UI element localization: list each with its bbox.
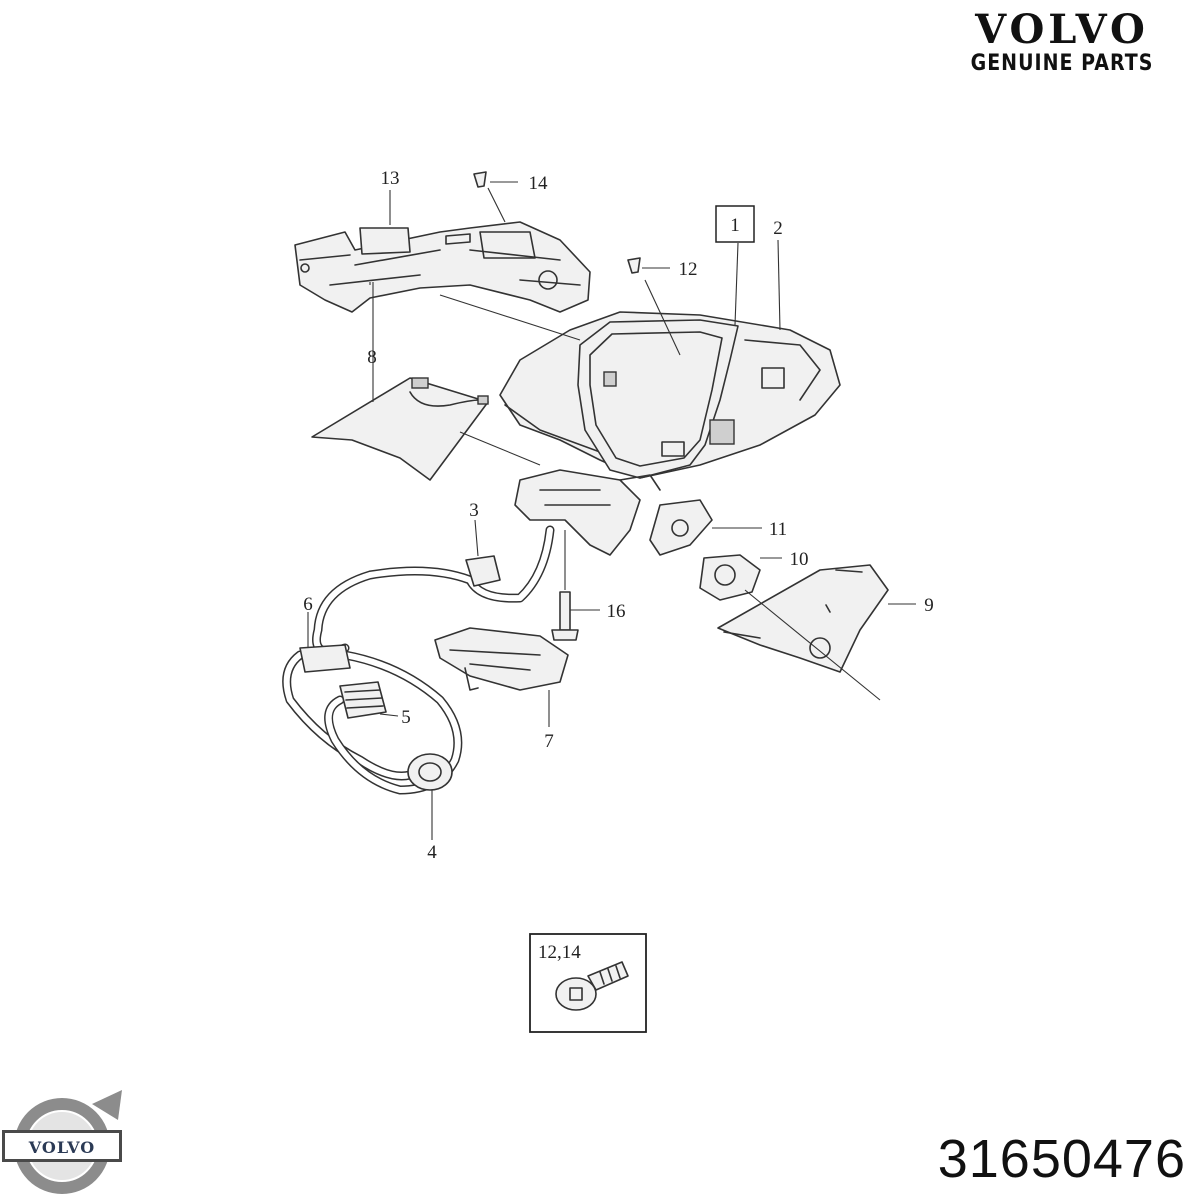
- callout-8: 8: [367, 347, 377, 368]
- leader-lines: [307, 181, 916, 840]
- part-number: 31650476: [937, 1129, 1186, 1189]
- volvo-wordmark: VOLVO: [975, 6, 1149, 53]
- callout-7: 7: [544, 731, 554, 752]
- part-16-bolt: [551, 591, 579, 641]
- callout-14: 14: [529, 173, 549, 194]
- inset-label: 12,14: [538, 942, 581, 963]
- callout-16: 16: [607, 601, 626, 622]
- emblem-text: VOLVO: [28, 1138, 96, 1157]
- part-10-lamp-module: [699, 554, 761, 601]
- callout-2: 2: [773, 218, 783, 239]
- part-11-clip: [649, 499, 713, 556]
- callout-5: 5: [401, 707, 411, 728]
- callout-1-box: [715, 205, 755, 243]
- part-4-grommet: [407, 753, 453, 791]
- callout-9: 9: [924, 595, 934, 616]
- genuine-parts-tagline: GENUINE PARTS: [970, 50, 1154, 76]
- mirror-base-assembly: [514, 469, 661, 556]
- callout-10: 10: [790, 549, 809, 570]
- part-3-connector: [465, 555, 501, 587]
- wiring-harness: [282, 525, 555, 795]
- callout-6: 6: [303, 594, 313, 615]
- callout-labels: 1 2 3 4 5 6 7 8 9 10 11 12 13 14 16: [303, 168, 934, 863]
- inset-screw-head: [555, 977, 597, 1011]
- callout-11: 11: [769, 519, 787, 540]
- part-12-screw: [627, 257, 641, 274]
- callout-13: 13: [381, 168, 400, 189]
- part-8-cover-plate: [311, 377, 489, 481]
- volvo-emblem-logo: VOLVO: [2, 1090, 122, 1194]
- part-6-connector: [299, 644, 351, 673]
- part-14-screw: [473, 171, 487, 188]
- callout-3: 3: [469, 500, 479, 521]
- callout-12: 12: [679, 259, 698, 280]
- part-13-bracket: [294, 221, 591, 313]
- brand-header: VOLVO GENUINE PARTS: [942, 6, 1182, 76]
- callout-4: 4: [427, 842, 437, 863]
- part-9-lower-cover: [717, 564, 889, 673]
- part-7-base-plate: [434, 627, 569, 691]
- screw-detail-inset: 12,14: [529, 933, 647, 1033]
- callout-1: 1: [730, 215, 740, 236]
- part-1-mirror-glass: [577, 319, 739, 479]
